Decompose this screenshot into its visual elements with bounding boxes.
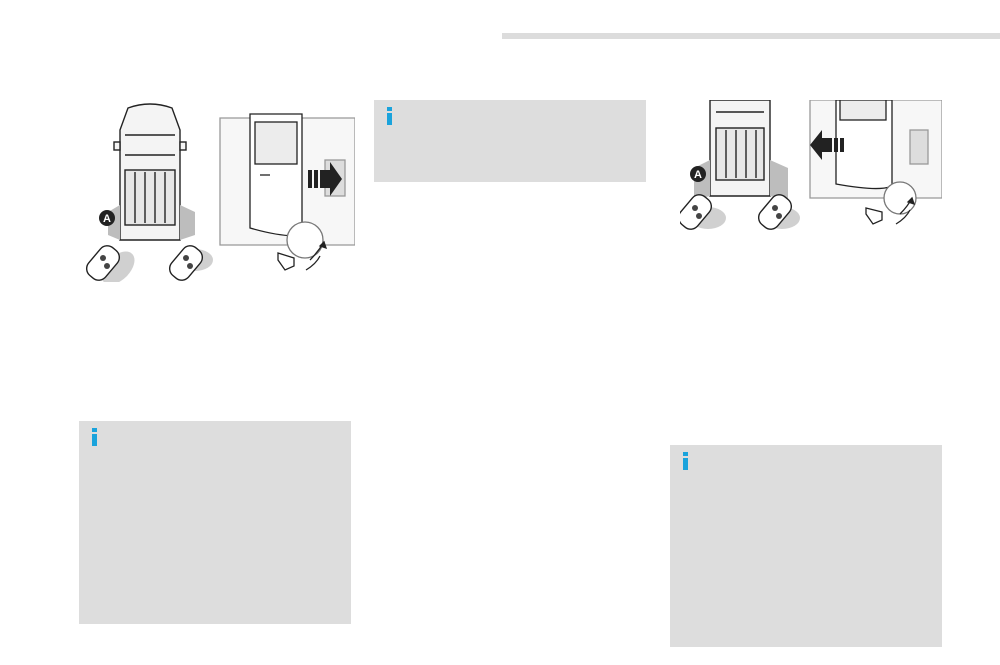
key-fob-left-icon bbox=[85, 245, 135, 282]
arrow-right-icon bbox=[308, 162, 342, 196]
foot-gesture-icon bbox=[277, 240, 328, 271]
key-fob-right-icon bbox=[168, 245, 213, 281]
foot-gesture-icon bbox=[865, 196, 916, 225]
svg-text:A: A bbox=[694, 169, 702, 181]
key-fob-right-icon bbox=[757, 194, 800, 230]
info-icon bbox=[682, 452, 689, 470]
info-box-2 bbox=[79, 421, 351, 624]
svg-text:A: A bbox=[103, 213, 111, 225]
van-top-view-icon bbox=[694, 100, 788, 200]
info-icon bbox=[386, 107, 393, 125]
callout-a-icon: A bbox=[690, 166, 706, 182]
info-box-3 bbox=[670, 445, 942, 647]
sliding-door-open-icon bbox=[219, 113, 355, 259]
side-door-opening-illustration: A bbox=[85, 103, 355, 282]
van-top-view-icon bbox=[108, 103, 195, 241]
sliding-door-close-icon bbox=[809, 100, 942, 215]
info-icon bbox=[91, 428, 98, 446]
arrow-left-icon bbox=[810, 130, 844, 160]
callout-a-icon: A bbox=[99, 210, 115, 226]
info-box-1 bbox=[374, 100, 646, 182]
side-door-closing-illustration: A bbox=[680, 100, 942, 230]
key-fob-left-icon bbox=[680, 194, 726, 230]
header-rule bbox=[502, 33, 1000, 39]
